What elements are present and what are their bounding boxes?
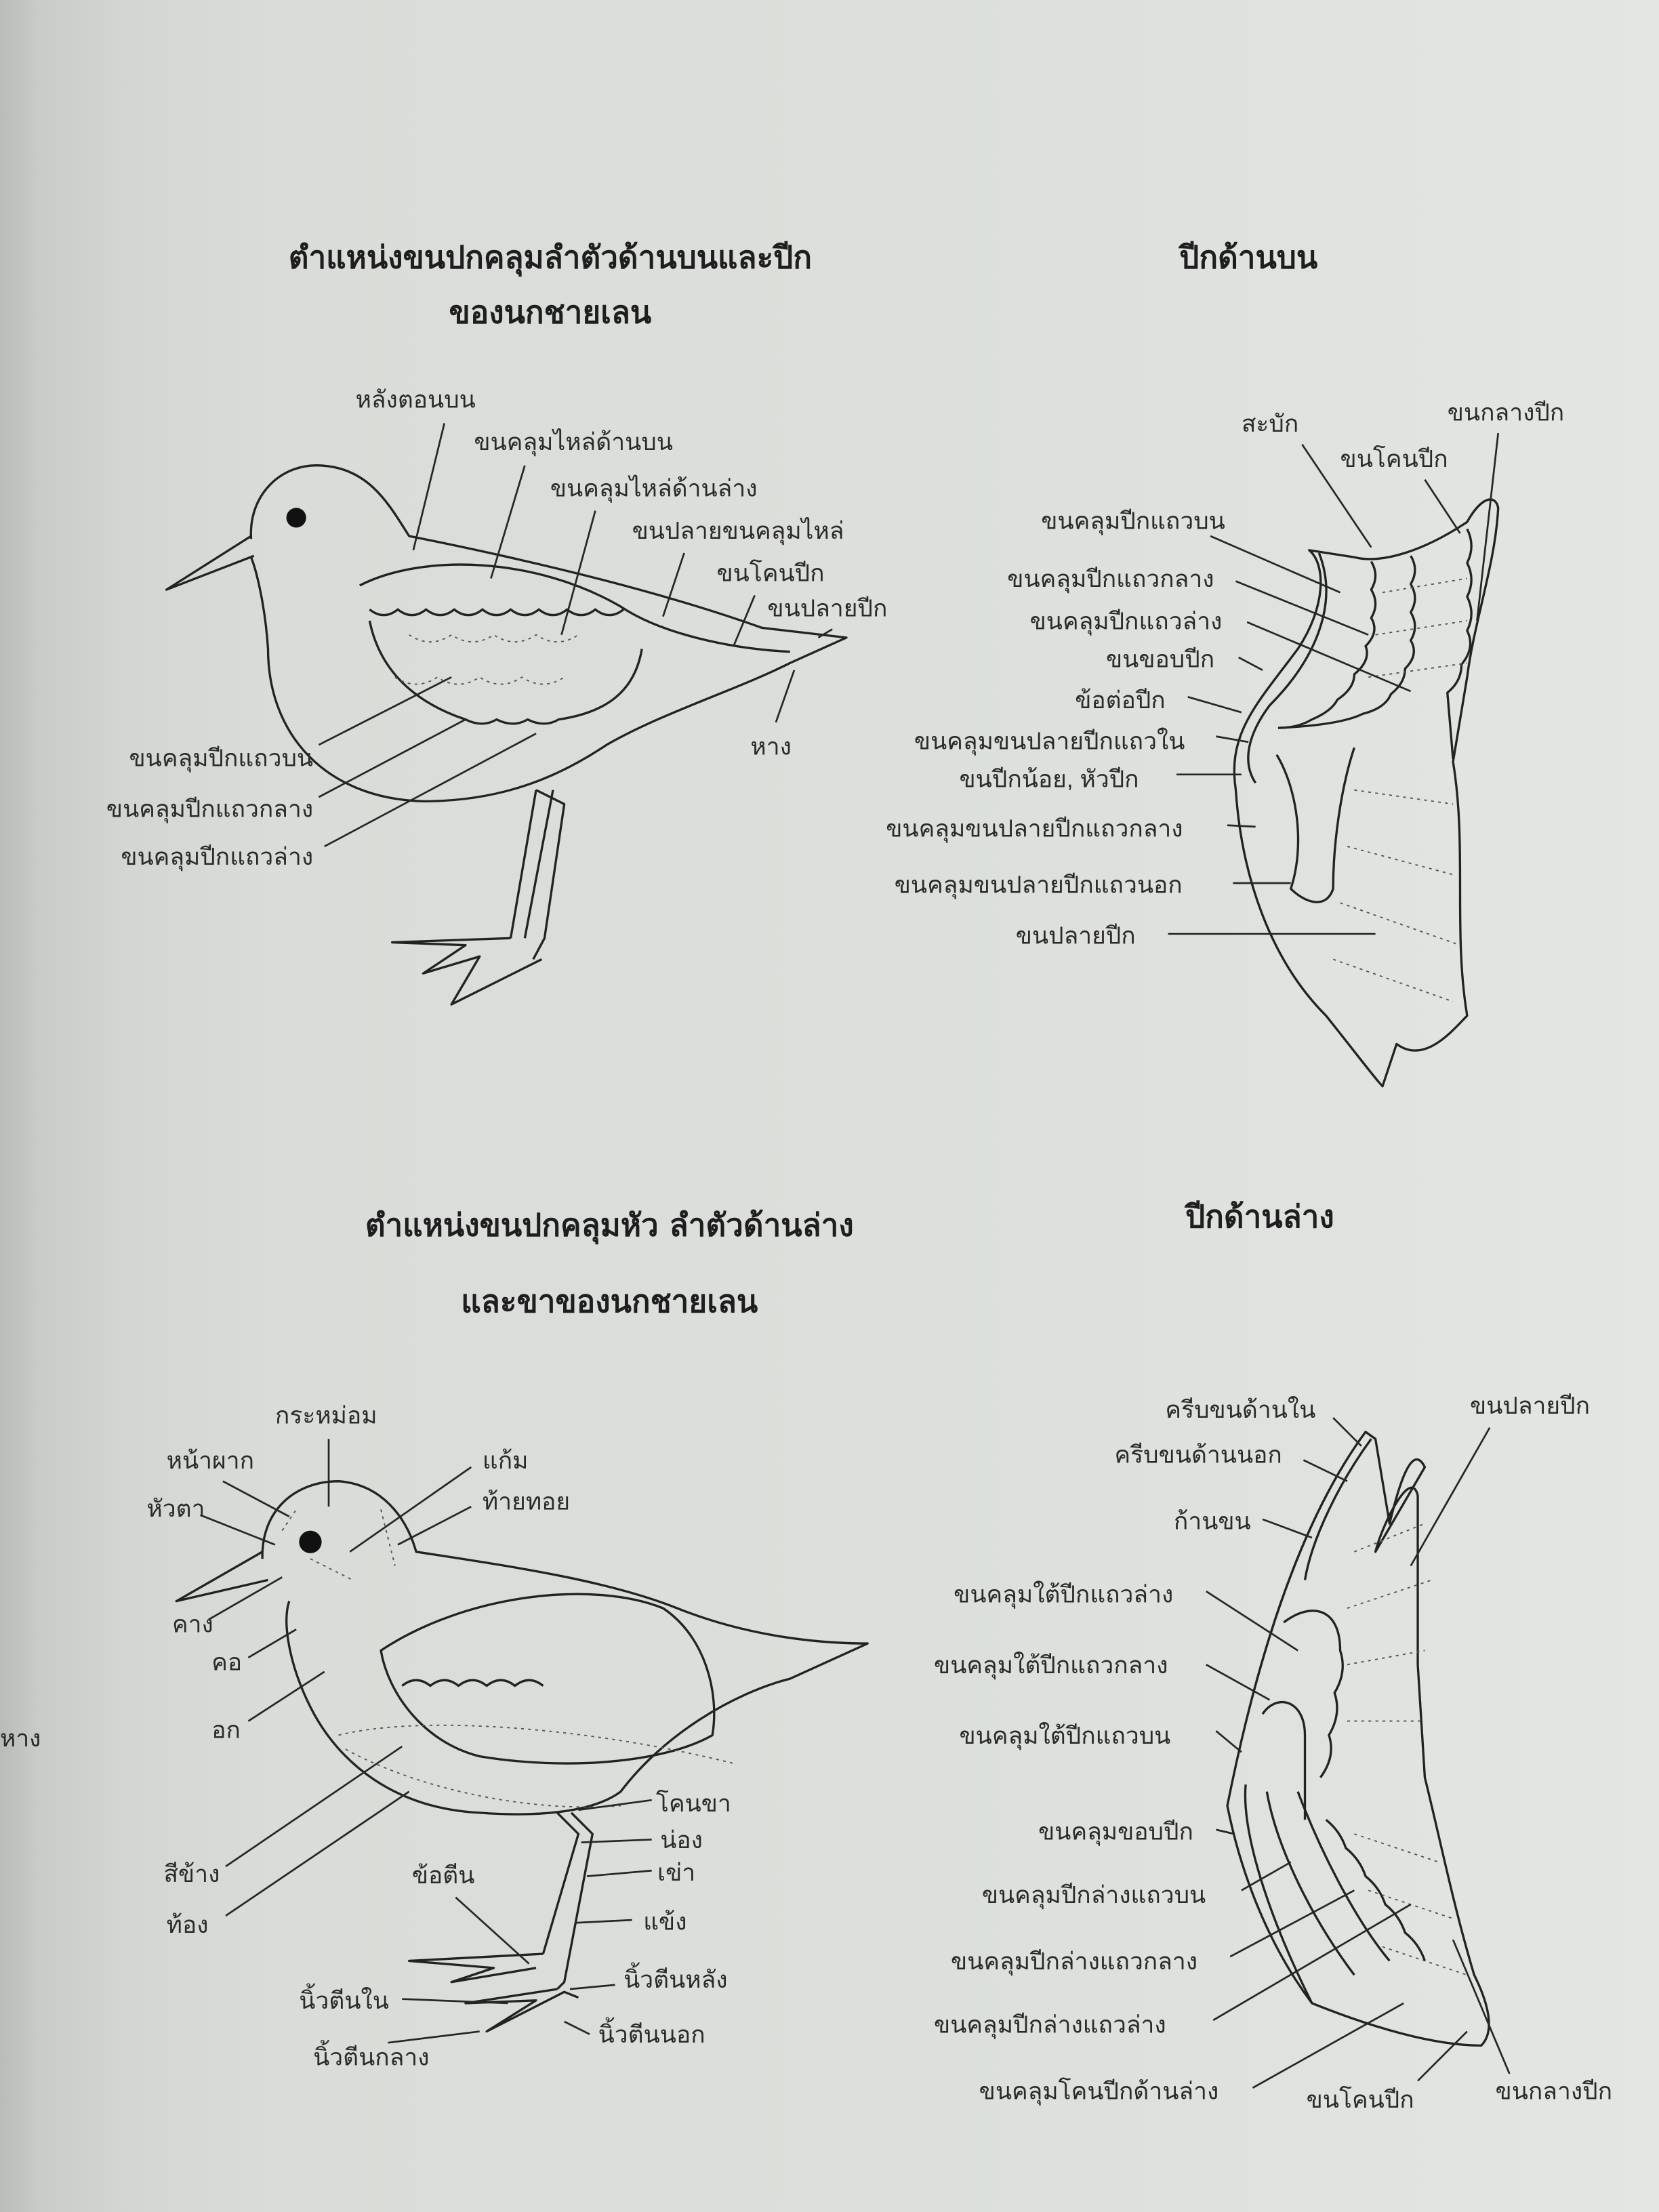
label-ankle: ข้อตีน (412, 1862, 475, 1889)
label-marginal-underwing-coverts: ขนคลุมขอบปีก (1038, 1818, 1193, 1845)
lower-body-title-line1: ตำแหน่งขนปกคลุมหัว ลำตัวด้านล่าง (365, 1207, 854, 1245)
label-inner-primary-coverts: ขนคลุมขนปลายปีกแถวใน (914, 727, 1185, 755)
lower-body-leader-lines (200, 1439, 652, 2044)
label-median-underwing-coverts: ขนคลุมใต้ปีกแถวกลาง (934, 1652, 1168, 1679)
lower-body-diagram: ตำแหน่งขนปกคลุมหัว ลำตัวด้านล่าง และขาขอ… (146, 1207, 869, 2071)
label-flank: สีข้าง (163, 1861, 220, 1887)
label-inner-toe: นิ้วตีนใน (299, 1983, 389, 2014)
label-alula: ขนปีกน้อย, หัวปีก (960, 766, 1139, 793)
label-tail: หาง (750, 734, 791, 760)
label-inner-vane: ครีบขนด้านใน (1165, 1396, 1315, 1423)
label-lores: หัวตา (146, 1496, 205, 1522)
label-outer-primary-coverts: ขนคลุมขนปลายปีกแถวนอก (895, 872, 1183, 899)
label-primaries: ขนปลายปีก (1470, 1393, 1590, 1419)
label-lower-scapulars: ขนคลุมไหล่ด้านล่าง (550, 475, 758, 503)
label-forehead: หน้าผาก (167, 1448, 254, 1474)
label-scapular-tips: ขนปลายขนคลุมไหล่ (632, 517, 844, 545)
label-median-coverts: ขนคลุมปีกแถวกลาง (1007, 566, 1214, 593)
shorebird-lower-drawing (175, 1480, 869, 2033)
upper-wing-diagram: ปีกด้านบน สะบัก ขนกลางปีก ขน (886, 239, 1564, 1088)
label-throat: คอ (211, 1650, 242, 1676)
lower-wing-title: ปีกด้านล่าง (1184, 1198, 1334, 1235)
label-greater-coverts: ขนคลุมปีกแถวล่าง (1030, 608, 1223, 635)
label-median-primary-coverts: ขนคลุมขนปลายปีกแถวกลาง (886, 815, 1183, 842)
label-shaft: ก้านขน (1174, 1508, 1251, 1534)
label-secondaries: ขนกลางปีก (1448, 399, 1564, 426)
upper-wing-leader-lines (1168, 432, 1500, 935)
label-tertials: ขนโคนปีก (1307, 2086, 1414, 2113)
label-greater-underwing-coverts: ขนคลุมใต้ปีกแถวล่าง (954, 1581, 1173, 1609)
label-greater-coverts: ขนคลุมปีกแถวล่าง (121, 844, 313, 871)
lower-wing-drawing (1226, 1431, 1490, 2047)
label-upper-back: หลังตอนบน (356, 387, 476, 413)
upper-wing-title: ปีกด้านบน (1178, 239, 1317, 276)
upper-body-title-line2: ของนกชายเลน (449, 294, 651, 331)
upper-body-leader-lines (318, 423, 833, 848)
label-secondaries: ขนกลางปีก (1496, 2078, 1612, 2104)
label-axillaries: ขนคลุมโคนปีกด้านล่าง (979, 2077, 1219, 2105)
label-outer-toe: นิ้วตีนนอก (598, 2017, 705, 2048)
label-tarsus: แข้ง (643, 1909, 687, 1936)
label-belly: ท้อง (167, 1912, 209, 1938)
label-hind-toe: นิ้วตีนหลัง (623, 1962, 727, 1993)
label-thigh: โคนขา (656, 1790, 731, 1817)
label-breast: อก (211, 1717, 241, 1744)
label-lower-coverts-upper-row: ขนคลุมปีกล่างแถวบน (982, 1882, 1206, 1909)
label-median-coverts: ขนคลุมปีกแถวกลาง (106, 796, 313, 823)
label-lesser-coverts: ขนคลุมปีกแถวบน (1041, 508, 1225, 535)
label-primaries: ขนปลายปีก (1016, 923, 1136, 949)
label-calf: น่อง (660, 1827, 703, 1853)
label-outer-vane: ครีบขนด้านนอก (1114, 1442, 1282, 1469)
lower-wing-leader-lines (1206, 1417, 1511, 2089)
label-upper-scapulars: ขนคลุมไหล่ด้านบน (474, 428, 672, 456)
label-lower-coverts-lower-row: ขนคลุมปีกล่างแถวล่าง (934, 2012, 1166, 2039)
label-middle-toe: นิ้วตีนกลาง (313, 2040, 429, 2071)
label-nape: ท้ายทอย (483, 1488, 570, 1515)
label-cheek: แก้ม (483, 1448, 529, 1474)
label-lesser-underwing-coverts: ขนคลุมใต้ปีกแถวบน (960, 1722, 1171, 1750)
lower-body-title-line2: และขาของนกชายเลน (461, 1283, 758, 1319)
label-chin: คาง (172, 1611, 213, 1637)
margin-text-fragment: หาง (0, 1725, 41, 1752)
label-lower-coverts-middle-row: ขนคลุมปีกล่างแถวกลาง (951, 1948, 1197, 1975)
label-tertials: ขนโคนปีก (716, 560, 824, 587)
label-primaries: ขนปลายปีก (767, 596, 887, 622)
upper-body-title-line1: ตำแหน่งขนปกคลุมลำตัวด้านบนและปีก (289, 239, 812, 277)
label-knee: เข่า (657, 1860, 695, 1886)
label-scapulars: สะบัก (1242, 411, 1298, 437)
upper-wing-drawing (1233, 498, 1500, 1088)
label-marginal-coverts: ขนขอบปีก (1106, 647, 1214, 673)
label-wrist: ข้อต่อปีก (1075, 687, 1166, 714)
label-crown: กระหม่อม (275, 1402, 377, 1429)
lower-wing-diagram: ปีกด้านล่าง ครีบขนด้านใน (934, 1198, 1612, 2113)
label-tertials: ขนโคนปีก (1340, 445, 1448, 472)
upper-body-diagram: ตำแหน่งขนปกคลุมลำตัวด้านบนและปีก ของนกชา… (106, 239, 887, 1006)
shorebird-upper-drawing (165, 464, 848, 1006)
label-lesser-coverts: ขนคลุมปีกแถวบน (129, 745, 313, 772)
